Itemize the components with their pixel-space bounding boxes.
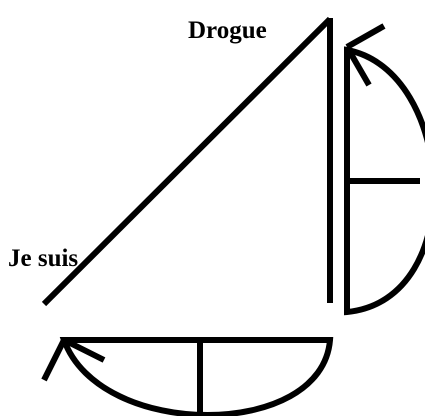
diagonal-line	[44, 19, 330, 304]
label-drogue: Drogue	[188, 18, 267, 43]
label-je-suis: Je suis	[8, 246, 78, 271]
bottom-arrow-head-left	[44, 340, 64, 380]
right-arrow-head-upper	[347, 26, 384, 47]
